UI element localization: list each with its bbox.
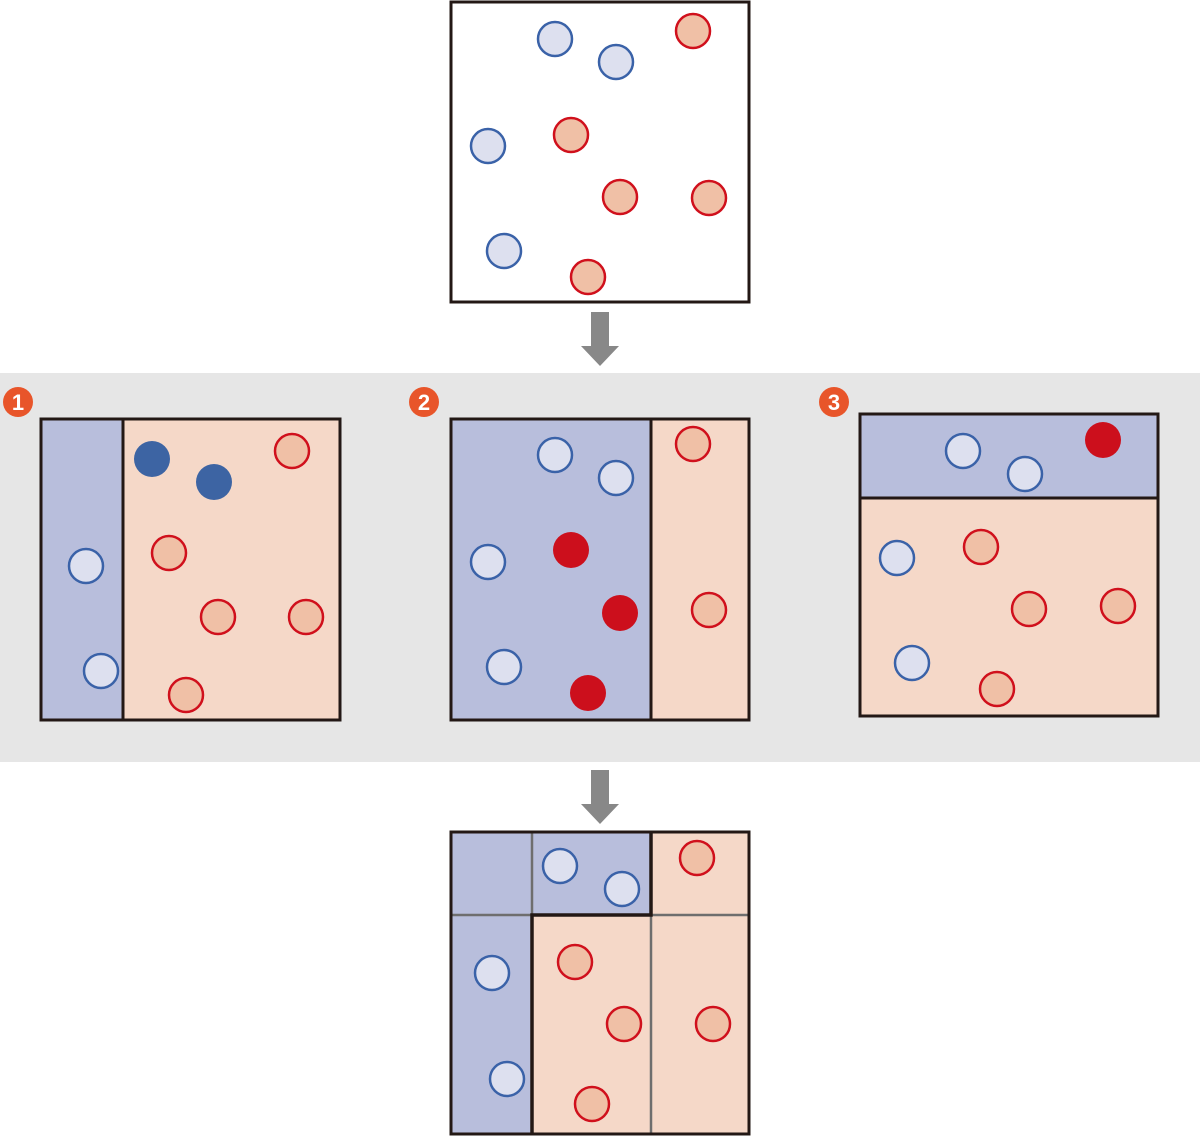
- blue-point: [82, 652, 120, 690]
- split-candidate-3: 3: [819, 387, 1160, 718]
- red-point: [678, 839, 716, 877]
- initial-data-box: [449, 0, 751, 304]
- blue-point: [488, 1060, 526, 1098]
- misclassified-blue-point: [134, 441, 170, 477]
- red-point: [690, 179, 728, 217]
- red-point: [199, 598, 237, 636]
- blue-point: [536, 20, 574, 58]
- misclassified-blue-point: [196, 464, 232, 500]
- badge-3: 3: [819, 387, 849, 417]
- badge-1: 1: [3, 387, 33, 417]
- red-point: [690, 591, 728, 629]
- red-point: [552, 116, 590, 154]
- red-point: [556, 943, 594, 981]
- down-arrow-icon: [581, 770, 619, 824]
- red-point: [273, 432, 311, 470]
- blue-point: [603, 870, 641, 908]
- blue-point: [469, 127, 507, 165]
- blue-point: [878, 539, 916, 577]
- red-point: [978, 670, 1016, 708]
- blue-point: [1006, 455, 1044, 493]
- red-point: [962, 528, 1000, 566]
- red-point: [674, 425, 712, 463]
- blue-point: [597, 459, 635, 497]
- red-point: [605, 1005, 643, 1043]
- misclassified-red-point: [553, 532, 589, 568]
- split-candidate-1: 1: [3, 387, 342, 722]
- blue-point: [485, 232, 523, 270]
- red-point: [167, 676, 205, 714]
- blue-point: [485, 648, 523, 686]
- badge-number: 3: [828, 390, 840, 415]
- misclassified-red-point: [1085, 422, 1121, 458]
- misclassified-red-point: [602, 595, 638, 631]
- blue-point: [67, 547, 105, 585]
- red-point: [1010, 590, 1048, 628]
- badge-number: 1: [12, 390, 24, 415]
- badge-2: 2: [409, 387, 439, 417]
- blue-point: [473, 954, 511, 992]
- badge-number: 2: [418, 390, 430, 415]
- blue-point: [597, 43, 635, 81]
- red-point: [569, 258, 607, 296]
- misclassified-red-point: [570, 675, 606, 711]
- blue-point: [893, 644, 931, 682]
- red-point: [287, 598, 325, 636]
- red-point: [694, 1005, 732, 1043]
- final-partition-box: [449, 830, 751, 1136]
- blue-point: [469, 543, 507, 581]
- blue-point: [541, 847, 579, 885]
- down-arrow-icon: [581, 312, 619, 366]
- split-candidate-2: 2: [409, 387, 751, 722]
- blue-point: [536, 436, 574, 474]
- red-point: [573, 1085, 611, 1123]
- red-point: [674, 12, 712, 50]
- red-point: [150, 534, 188, 572]
- blue-point: [944, 432, 982, 470]
- red-point: [1099, 587, 1137, 625]
- red-point: [601, 178, 639, 216]
